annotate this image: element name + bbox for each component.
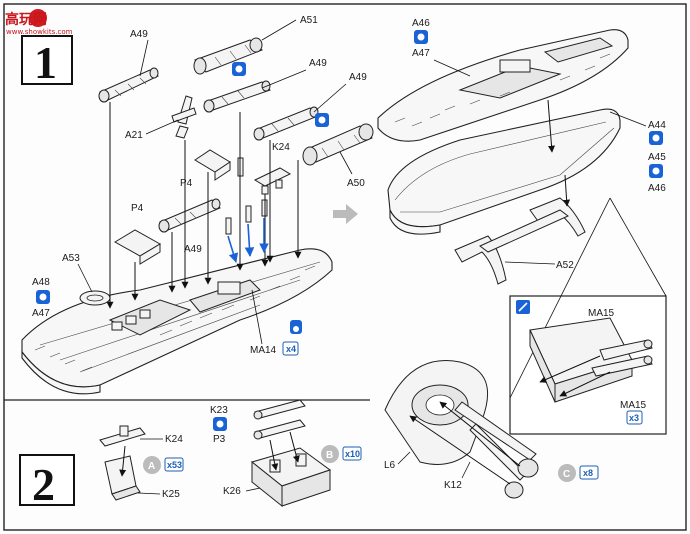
part-a52-stand (454, 197, 586, 285)
label-ma14: MA14 (250, 345, 277, 356)
sub-a-qty: x53 (167, 460, 182, 470)
assembly-arrows-right (547, 99, 571, 207)
part-k24-top (253, 167, 292, 195)
part-a49-tube-right (253, 106, 319, 141)
sub-a-letter: A (148, 461, 155, 472)
watermark-text: 高玩网 (5, 11, 47, 28)
label-a49: A49 (184, 244, 202, 255)
label-ma15: MA15 (588, 308, 615, 319)
small-posts (225, 157, 268, 235)
label-a48: A48 (32, 277, 50, 288)
label-a45: A45 (648, 152, 666, 163)
label-k25: K25 (162, 489, 180, 500)
transfer-arrow (333, 204, 358, 224)
part-a49-tube-top (203, 80, 271, 113)
page-frame (3, 3, 687, 531)
leader-lines (77, 19, 647, 345)
step-2-number: 2 (32, 459, 55, 510)
label-k24: K24 (272, 142, 290, 153)
upper-deck-assembly (377, 29, 629, 142)
sub-c-letter: C (563, 469, 570, 480)
label-a44: A44 (648, 120, 666, 131)
step-2-box: 2 (19, 454, 75, 510)
sub-c-marker (558, 464, 576, 482)
label-l6: L6 (384, 460, 396, 471)
label-ma15: MA15 (620, 400, 647, 411)
label-a52: A52 (556, 260, 574, 271)
label-a21: A21 (125, 130, 143, 141)
label-x4: x4 (286, 344, 296, 354)
part-a50-roller (302, 123, 374, 166)
label-p3: P3 (213, 434, 226, 445)
part-a49-tube-top-left (98, 67, 159, 103)
deck-assembly (21, 248, 333, 395)
sub-b-qty: x10 (345, 449, 360, 459)
label-p4: P4 (131, 203, 144, 214)
label-x3: x3 (629, 413, 639, 423)
lower-hull (387, 108, 621, 235)
detail-inset (509, 197, 667, 435)
part-p4-top (194, 149, 231, 181)
label-a51: A51 (300, 15, 318, 26)
part-a51-roller (193, 37, 263, 75)
label-a46: A46 (648, 183, 666, 194)
watermark-url: www.showkits.com (6, 28, 73, 36)
step-1-box: 1 (21, 35, 73, 88)
label-a49: A49 (309, 58, 327, 69)
ma14-blue-arrows (227, 218, 269, 263)
sub-assembly-a: A x53 (99, 425, 184, 501)
label-p4: P4 (180, 178, 193, 189)
part-a53-ring (79, 290, 111, 306)
sub-c-qty: x8 (583, 468, 593, 478)
label-a49: A49 (130, 29, 148, 40)
glue-icons (36, 30, 663, 431)
sub-assembly-c: C x8 (384, 360, 599, 499)
part-p4-left (114, 229, 161, 265)
label-k26: K26 (223, 486, 241, 497)
sub-assembly-b: B x10 (250, 399, 362, 508)
step-1-number: 1 (34, 37, 57, 88)
sub-b-letter: B (326, 450, 333, 461)
part-a49-tube-mid (158, 198, 221, 233)
sub-a-marker (143, 456, 161, 474)
watermark: 高玩网 www.showkits.com (5, 9, 73, 36)
label-k23: K23 (210, 405, 228, 416)
part-a21-mast (171, 95, 197, 139)
label-a47: A47 (32, 308, 50, 319)
label-a53: A53 (62, 253, 80, 264)
label-a50: A50 (347, 178, 365, 189)
assembly-arrows-left (106, 102, 302, 309)
label-a49: A49 (349, 72, 367, 83)
label-a47: A47 (412, 48, 430, 59)
sub-b-marker (321, 445, 339, 463)
label-a46: A46 (412, 18, 430, 29)
label-k12: K12 (444, 480, 462, 491)
label-k24: K24 (165, 434, 183, 445)
